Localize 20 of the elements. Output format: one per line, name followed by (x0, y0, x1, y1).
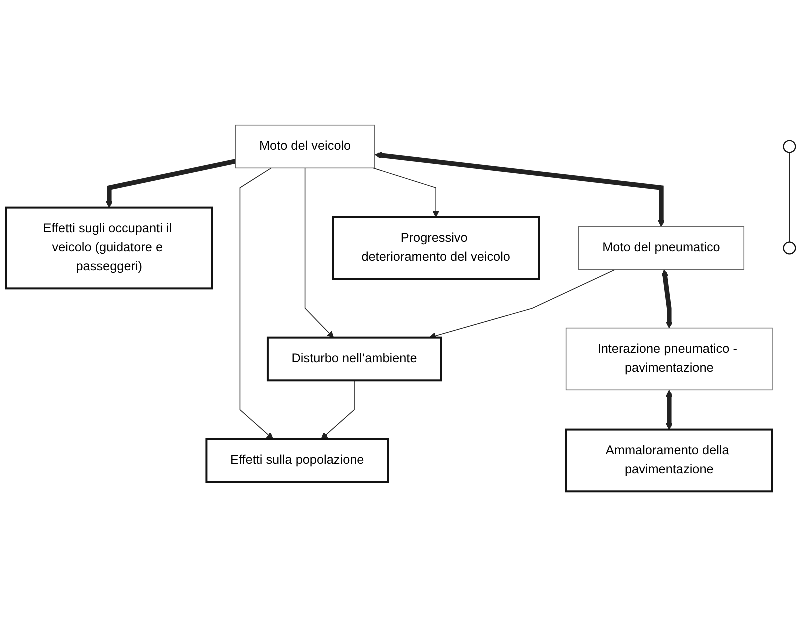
node-box: Ammaloramento della pavimentazione (565, 428, 774, 493)
arrow (662, 270, 673, 329)
node-circle (783, 140, 796, 154)
arrow (374, 152, 665, 228)
node-box: Moto del pneumatico (578, 226, 745, 270)
arrow (106, 159, 236, 208)
arrow (666, 390, 673, 430)
arrow (372, 168, 440, 218)
arrow (321, 380, 355, 440)
node-box: Moto del veicolo (235, 124, 376, 169)
node-box: Interazione pneumatico - pavimentazione (566, 328, 773, 391)
node-circle (783, 242, 796, 255)
arrow (304, 168, 334, 338)
node-box: Progressivo deterioramento del veicolo (332, 216, 540, 280)
arrow (429, 269, 616, 340)
node-box: Disturbo nell’ambiente (266, 336, 442, 382)
connector (789, 152, 790, 243)
arrow (240, 168, 274, 440)
node-box: Effetti sulla popolazione (206, 438, 390, 484)
node-box: Effetti sugli occupanti il veicolo (guidatore e passeggeri) (5, 206, 214, 290)
